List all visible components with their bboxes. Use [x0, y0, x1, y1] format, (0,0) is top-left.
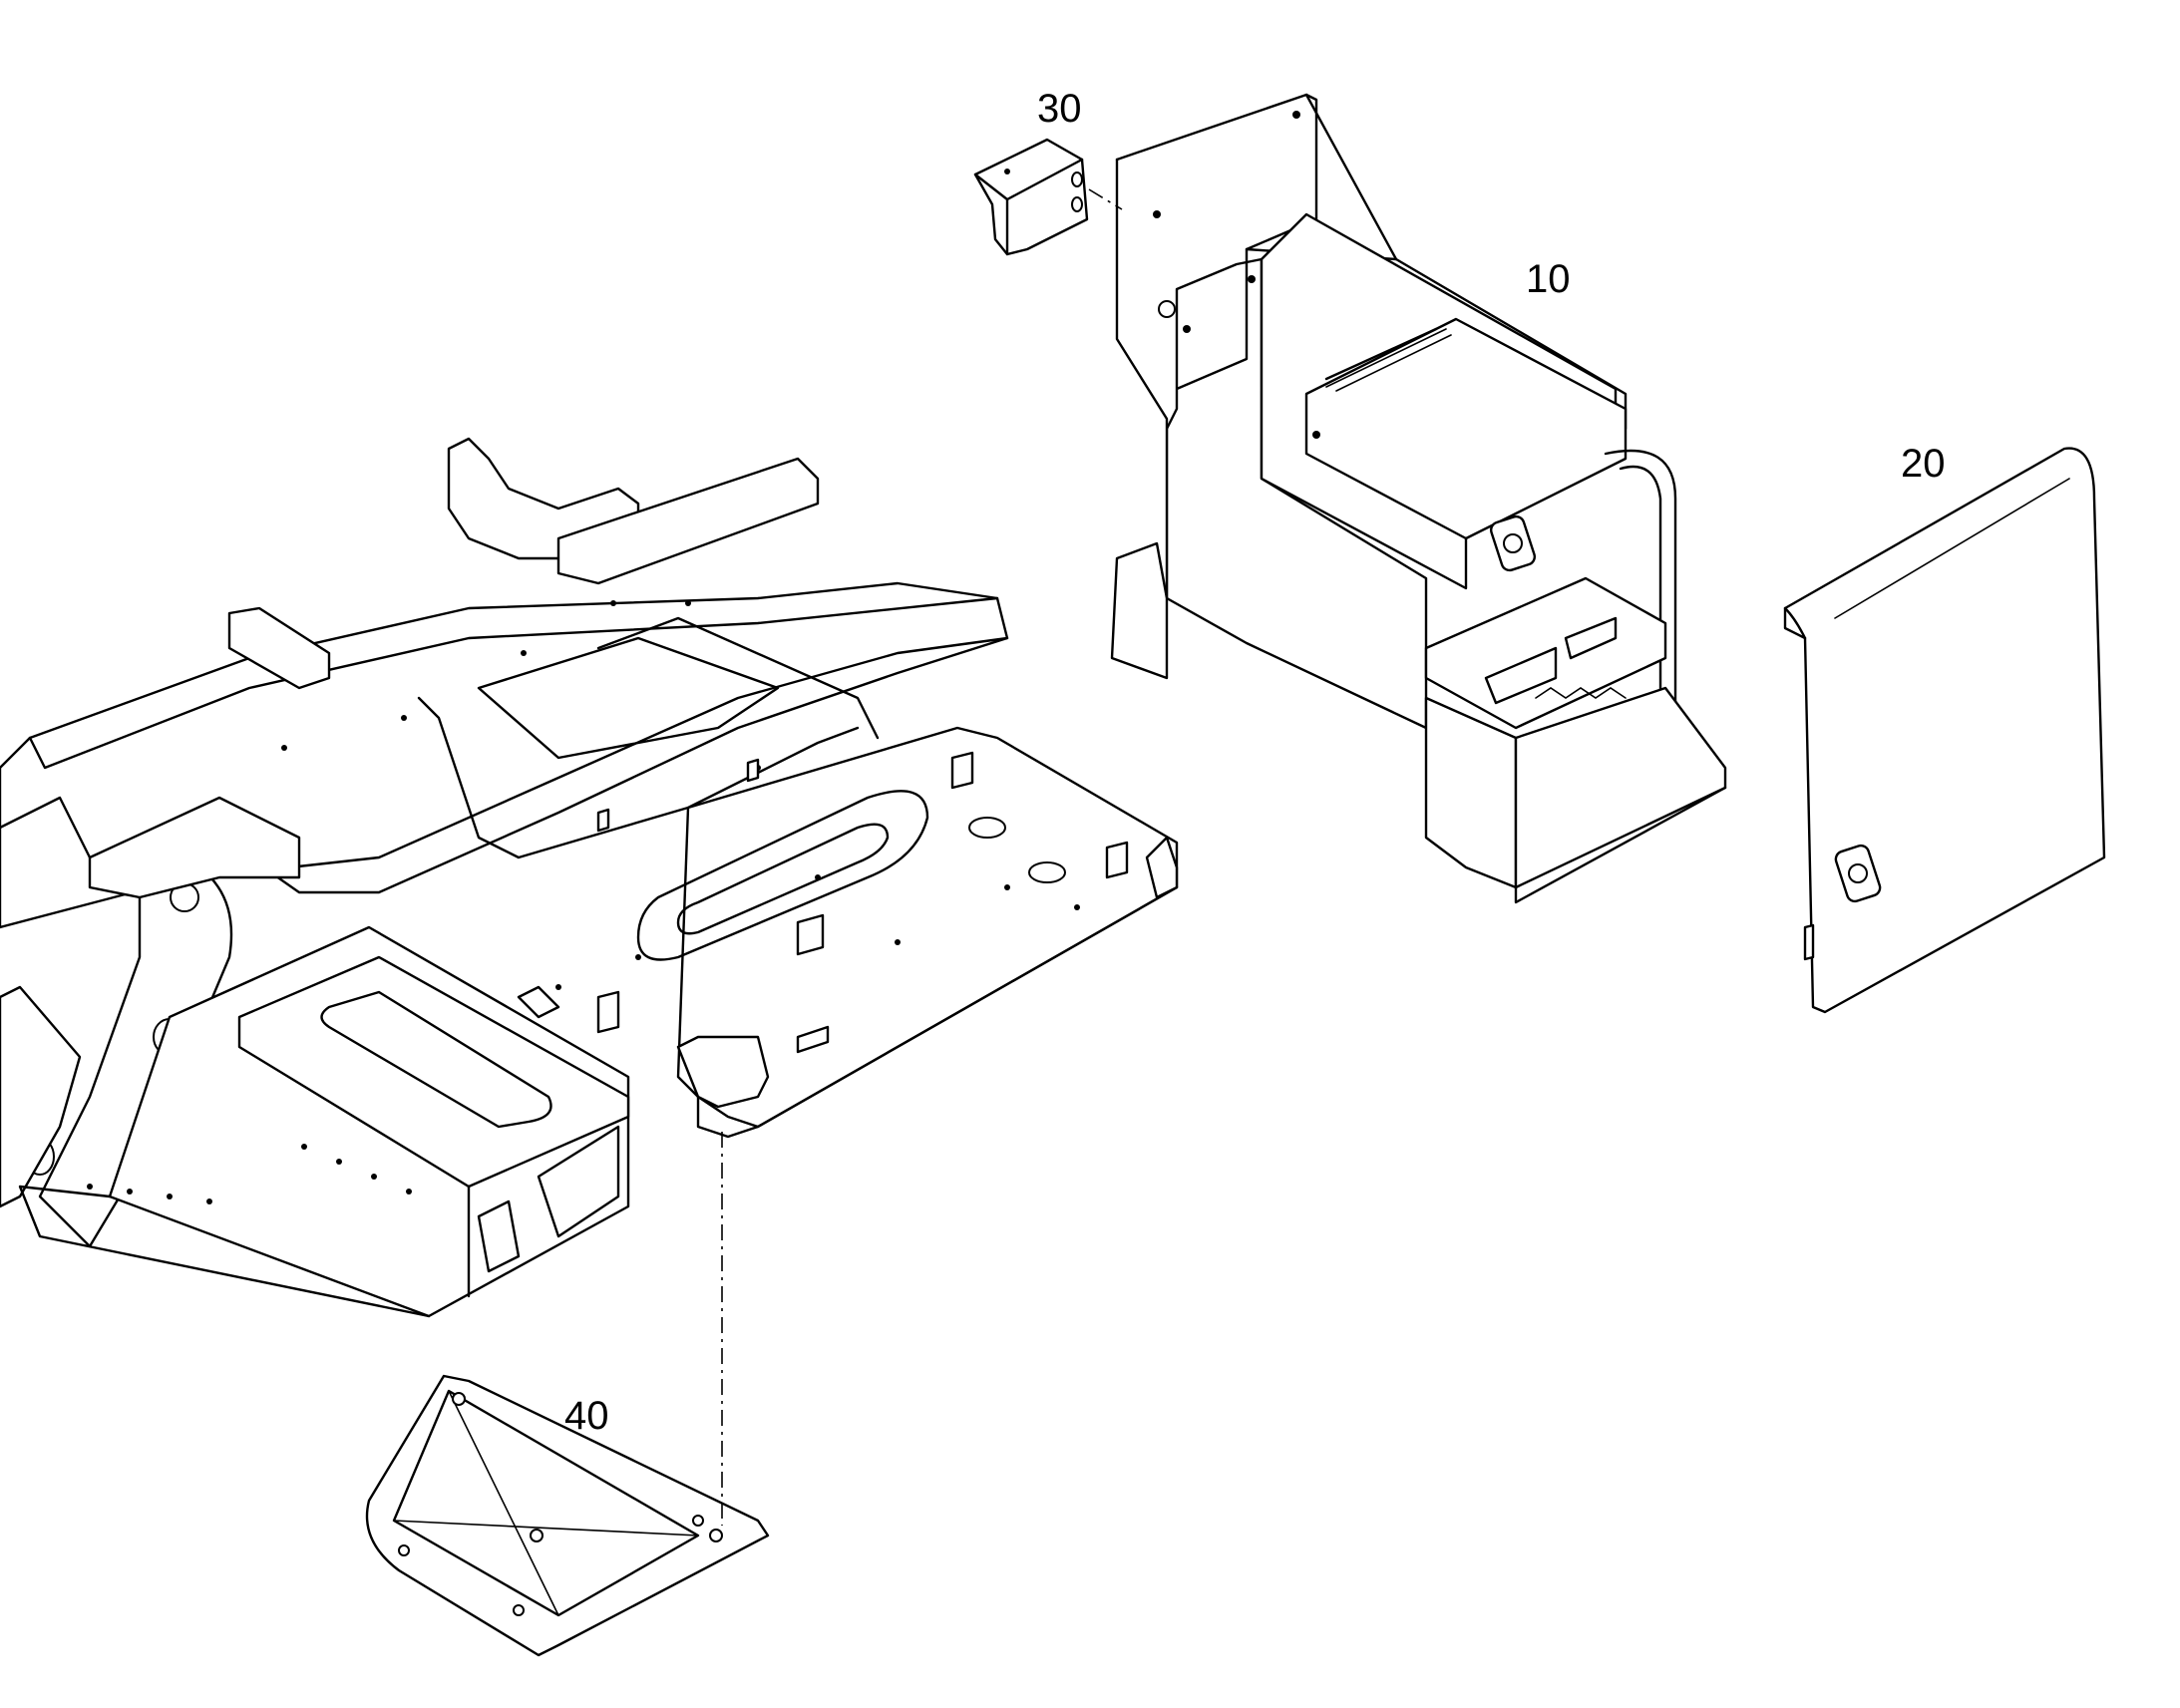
- main-frame: [0, 437, 1179, 1318]
- part-40-cover-plate: [365, 1374, 770, 1657]
- part-10-side-cabinet: [1110, 93, 1727, 904]
- callout-30: 30: [1037, 87, 1082, 131]
- callout-10: 10: [1526, 257, 1571, 301]
- callout-20: 20: [1901, 442, 1946, 486]
- callout-40: 40: [564, 1394, 609, 1438]
- part-30-leader-line: [1088, 188, 1123, 210]
- part-20-door-panel: [1783, 447, 2106, 1014]
- part-30-bracket: [973, 138, 1089, 256]
